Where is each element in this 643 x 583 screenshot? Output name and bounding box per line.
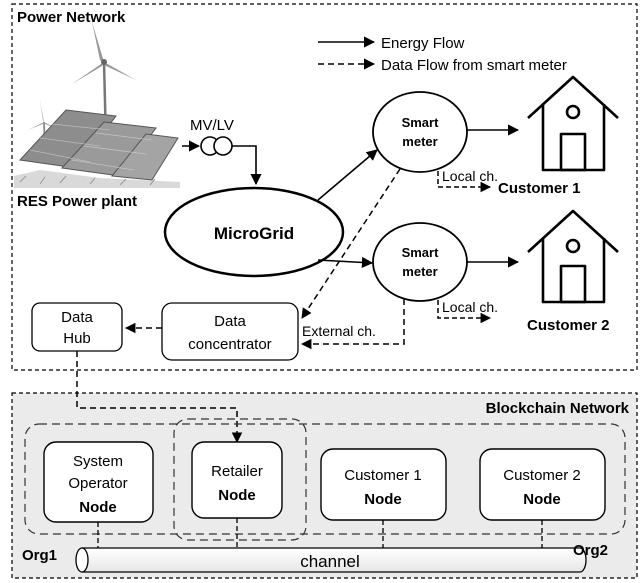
data-flow-meter-2-to-concentrator [300, 299, 405, 350]
data-concentrator-line2: concentrator [188, 336, 271, 353]
external-channel-label: External ch. [302, 323, 376, 339]
data-concentrator-box [161, 302, 299, 361]
legend-data-label: Data Flow from smart meter [381, 57, 567, 74]
customer-2-label: Customer 2 [527, 317, 610, 334]
legend-energy-label: Energy Flow [381, 35, 465, 52]
data-concentrator-line1: Data [214, 313, 246, 330]
data-hub-line2: Hub [63, 330, 91, 347]
smart-meter-1-line1: Smart [402, 115, 440, 130]
customer-1-node [320, 448, 447, 521]
smart-meter-2-line1: Smart [402, 245, 440, 260]
energy-flow-microgrid-to-meter-2 [317, 256, 374, 269]
energy-flow-microgrid-to-meter-1 [317, 149, 378, 201]
res-power-plant-label: RES Power plant [17, 193, 137, 210]
data-hub-line1: Data [61, 309, 93, 326]
blockchain-network-title: Blockchain Network [486, 400, 630, 417]
transformer-label: MV/LV [190, 117, 234, 134]
energy-flow-transformer-to-microgrid [232, 145, 262, 186]
smart-meter-1 [372, 91, 468, 173]
res-power-plant-illustration [14, 22, 180, 188]
retailer-node-line1: Retailer [211, 463, 263, 480]
retailer-node [191, 441, 283, 519]
microgrid-ellipse [163, 186, 345, 278]
channel-label: channel [300, 552, 360, 571]
smart-meter-2 [372, 222, 468, 302]
org2-group [173, 418, 307, 541]
house-icon-customer-2 [527, 209, 619, 304]
customer-1-label: Customer 1 [498, 180, 581, 197]
org1-label: Org1 [22, 547, 57, 564]
customer-2-node-line2: Node [523, 491, 561, 508]
customer-1-node-line1: Customer 1 [344, 467, 422, 484]
local-channel-2-label: Local ch. [442, 299, 498, 315]
house-icon-customer-1 [527, 75, 619, 172]
system-operator-node-line2: Operator [68, 475, 127, 492]
power-network-frame [11, 3, 638, 371]
local-channel-1-flow [437, 171, 492, 193]
org2-label: Org2 [573, 542, 608, 559]
channel-cylinder [75, 547, 587, 573]
smart-meter-1-line2: meter [402, 134, 437, 149]
customer-2-node [479, 448, 606, 521]
microgrid-label: MicroGrid [214, 224, 294, 243]
legend: Energy Flow Data Flow from smart meter [318, 35, 567, 74]
retailer-node-line2: Node [218, 487, 256, 504]
org1-group [24, 423, 626, 535]
transformer-icon [200, 136, 233, 156]
customer-1-node-line2: Node [364, 491, 402, 508]
smart-meter-2-line2: meter [402, 264, 437, 279]
data-flow-hub-to-retailer [76, 351, 243, 444]
local-channel-2-flow [437, 300, 492, 324]
system-operator-node-line1: System [73, 453, 123, 470]
local-channel-1-label: Local ch. [442, 168, 498, 184]
system-operator-node-line3: Node [79, 499, 117, 516]
customer-2-node-line1: Customer 2 [503, 467, 581, 484]
power-network-title: Power Network [17, 9, 126, 26]
